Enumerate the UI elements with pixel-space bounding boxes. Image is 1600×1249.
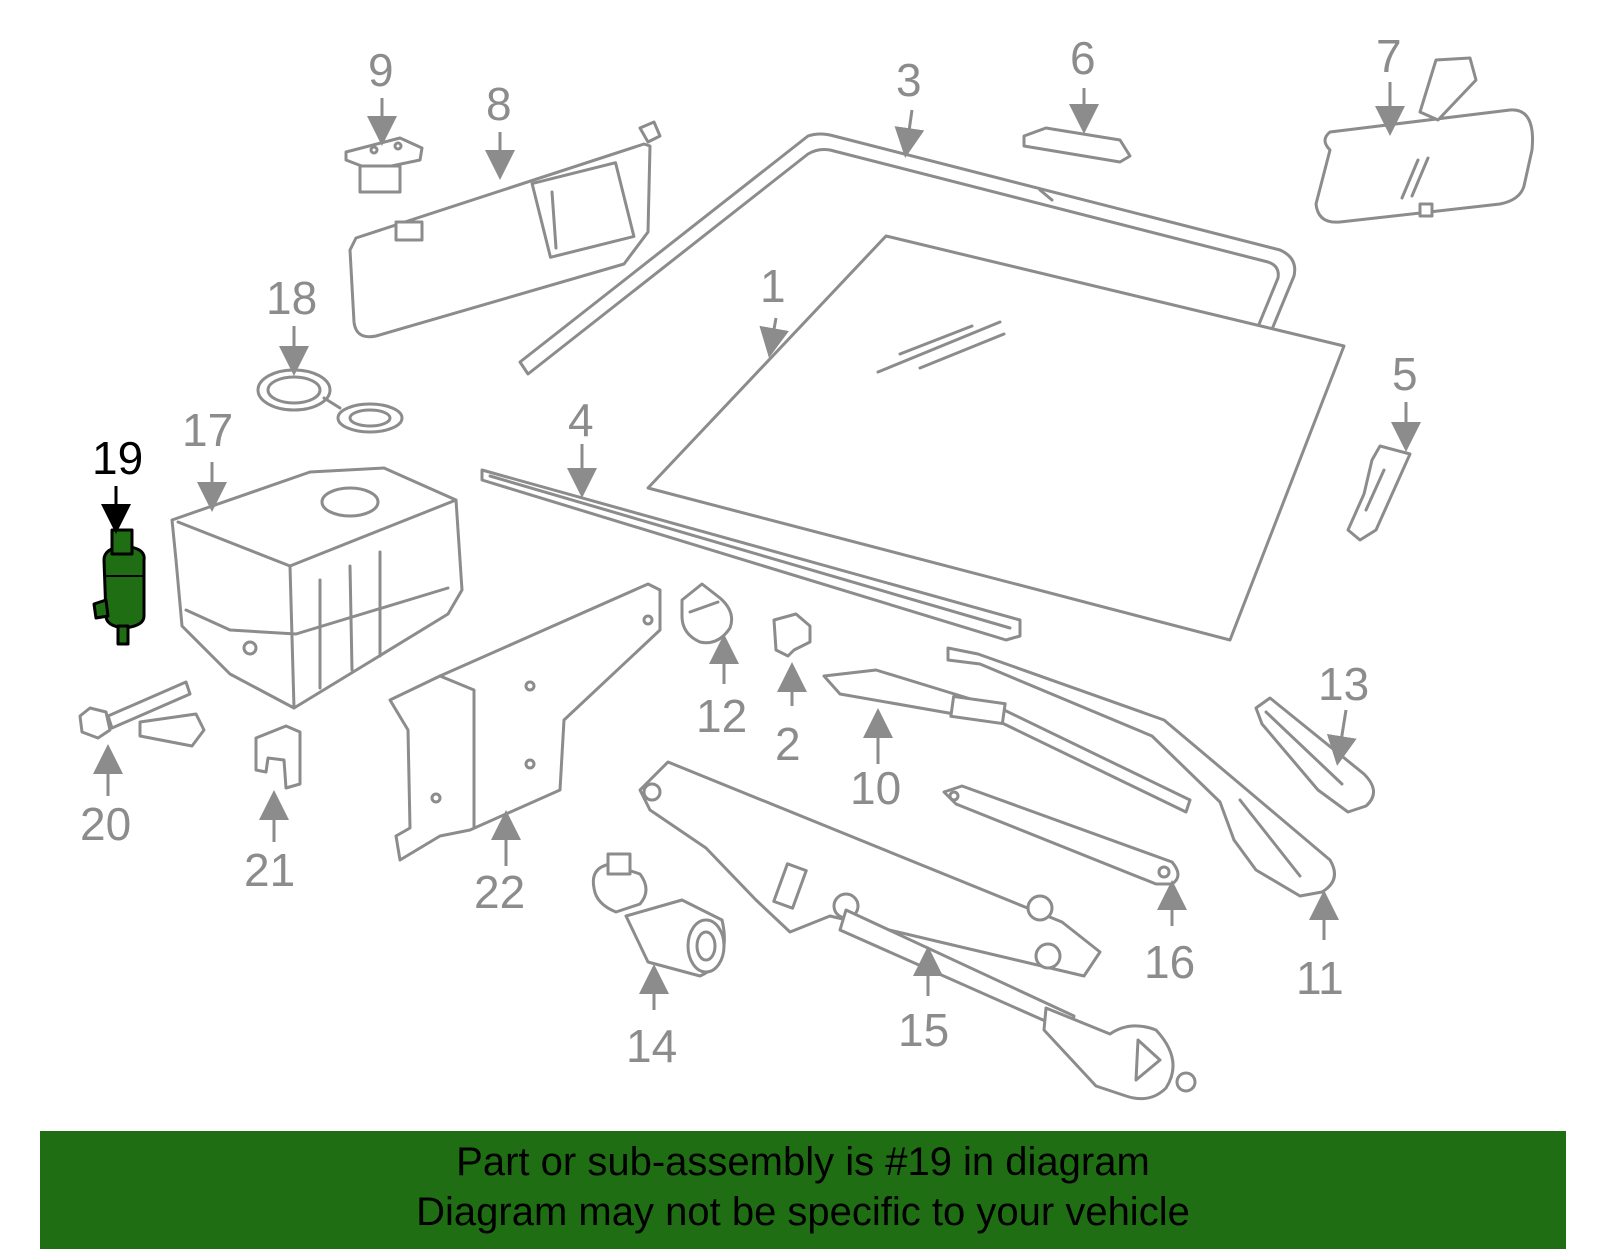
- callout-6: 6: [1070, 32, 1096, 84]
- part-1-windshield-glass[interactable]: [646, 234, 1346, 642]
- callout-7: 7: [1376, 30, 1402, 82]
- part-7-mirror[interactable]: [1314, 56, 1535, 224]
- callout-10: 10: [850, 762, 901, 814]
- banner-line-2: Diagram may not be specific to your vehi…: [416, 1190, 1190, 1234]
- leader-arrows: [93, 82, 1421, 1010]
- callout-13: 13: [1318, 658, 1369, 710]
- callout-4: 4: [568, 394, 594, 446]
- part-12-cap[interactable]: [680, 582, 734, 645]
- part-5-clip[interactable]: [1346, 444, 1412, 542]
- part-20-fitting[interactable]: [78, 680, 206, 748]
- callout-17: 17: [182, 404, 233, 456]
- callout-22: 22: [474, 866, 525, 918]
- part-9-visor-clip[interactable]: [344, 136, 424, 194]
- callout-3: 3: [896, 54, 922, 106]
- part-2-clip[interactable]: [772, 612, 812, 658]
- callout-12: 12: [696, 690, 747, 742]
- part-15-wiper-linkage[interactable]: [638, 760, 1197, 1101]
- callout-8: 8: [486, 78, 512, 130]
- banner-line-1: Part or sub-assembly is #19 in diagram: [456, 1140, 1150, 1184]
- callout-9: 9: [368, 44, 394, 96]
- callout-20: 20: [80, 798, 131, 850]
- callout-2: 2: [775, 718, 801, 770]
- callout-16: 16: [1144, 936, 1195, 988]
- part-21-clip[interactable]: [254, 724, 302, 790]
- part-17-washer-reservoir[interactable]: [170, 466, 464, 710]
- part-11-wiper-arm[interactable]: [946, 646, 1336, 898]
- callout-5: 5: [1392, 348, 1418, 400]
- callout-11: 11: [1296, 952, 1344, 1004]
- info-banner: Part or sub-assembly is #19 in diagram D…: [40, 1131, 1566, 1249]
- callout-15: 15: [898, 1004, 949, 1056]
- callout-18: 18: [266, 272, 317, 324]
- part-8-sun-visor[interactable]: [348, 120, 662, 339]
- part-16-link-rod[interactable]: [942, 784, 1180, 886]
- part-10-wiper-blade[interactable]: [822, 668, 1192, 814]
- callout-labels: 1 2 3 4 5 6 7 8 9 10 11 12 13 14 15 16 1…: [80, 30, 1418, 1072]
- callout-14: 14: [626, 1020, 677, 1072]
- part-6-cover[interactable]: [1022, 126, 1132, 164]
- part-4-lower-molding[interactable]: [480, 468, 1022, 642]
- part-14-wiper-motor[interactable]: [591, 852, 726, 978]
- callout-1: 1: [760, 260, 786, 312]
- part-19-washer-pump[interactable]: [92, 528, 146, 646]
- part-13-arm-cover[interactable]: [1254, 696, 1375, 814]
- callout-19: 19: [92, 432, 143, 484]
- callout-21: 21: [244, 844, 295, 896]
- part-18-cap[interactable]: [256, 368, 404, 434]
